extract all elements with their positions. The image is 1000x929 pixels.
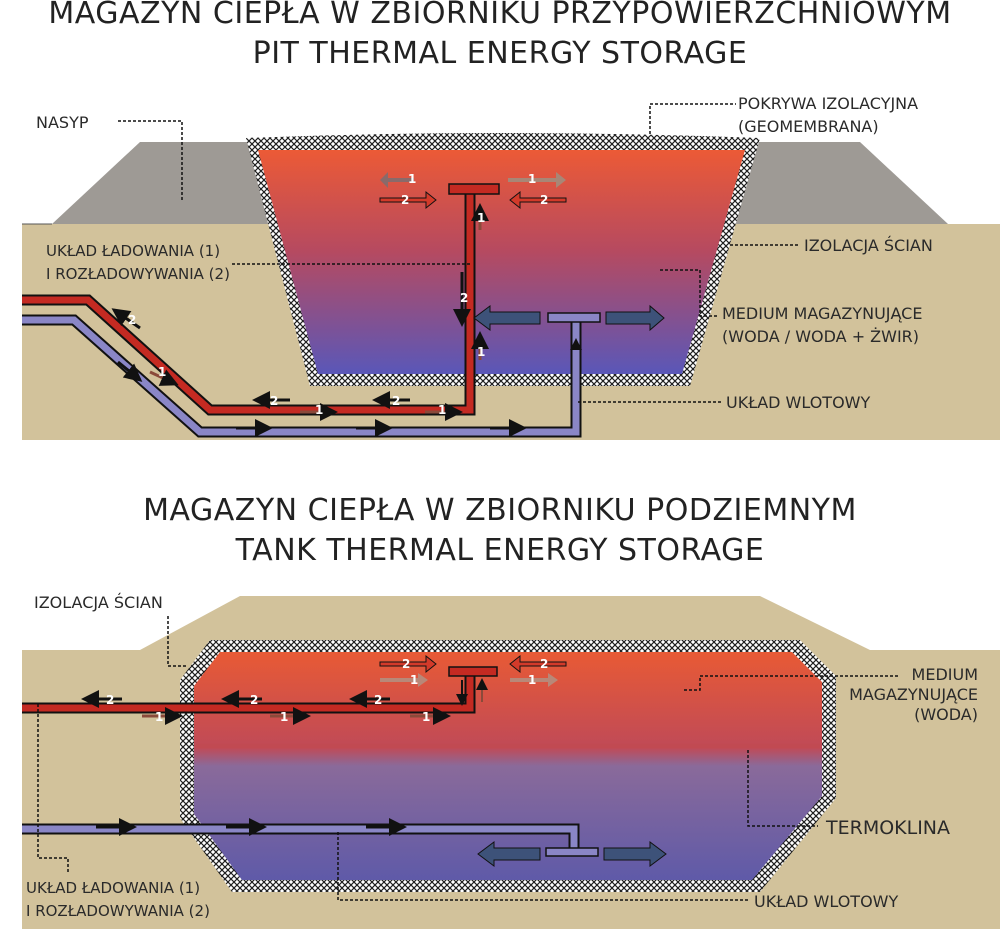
- pit-pipe-label-1b: 1: [438, 403, 446, 417]
- pit-title-pl: MAGAZYN CIEPŁA W ZBIORNIKU PRZYPOWIERZCH…: [48, 0, 952, 31]
- tank-top-diffuser: [448, 666, 498, 677]
- pit-label-nasyp: NASYP: [36, 113, 89, 132]
- tank-cold-pipe: [22, 825, 578, 852]
- pit-label-izolacja: IZOLACJA ŚCIAN: [804, 236, 933, 255]
- pit-label-medium-2: (WODA / WODA + ŻWIR): [722, 327, 919, 346]
- pit-pipe-label-2d: 2: [460, 291, 468, 305]
- tank-flow-label-1b: 1: [528, 673, 536, 687]
- pit-pipe-label-1d: 1: [477, 345, 485, 359]
- pit-pipe-arrows: [111, 203, 527, 437]
- tank-label-medium-2: MAGAZYNUJĄCE: [849, 685, 978, 704]
- pit-label-medium-1: MEDIUM MAGAZYNUJĄCE: [722, 304, 922, 323]
- tank-pipe-label-2a: 2: [106, 693, 114, 707]
- tank-label-uklad-1: UKŁAD ŁADOWANIA (1): [26, 879, 200, 897]
- pit-section: 1 2 1 2 2 2 1 1 2 1 2 1 1: [22, 94, 1000, 440]
- pit-label-pokrywa-2: (GEOMEMBRANA): [738, 117, 879, 136]
- pit-title-en: PIT THERMAL ENERGY STORAGE: [252, 36, 748, 71]
- tank-label-medium-3: (WODA): [914, 705, 978, 724]
- tank-pipe-label-1c: 1: [422, 710, 430, 724]
- tank-title-en: TANK THERMAL ENERGY STORAGE: [235, 533, 765, 568]
- tank-bottom-diffuser: [545, 847, 599, 857]
- tank-flow-label-1a: 1: [410, 673, 418, 687]
- tank-pipe-label-2c: 2: [374, 693, 382, 707]
- pit-hot-pipe: [22, 190, 474, 414]
- pit-flow-label-2a: 2: [401, 193, 409, 207]
- tank-label-wlotowy: UKŁAD WLOTOWY: [754, 892, 898, 911]
- tank-title-pl: MAGAZYN CIEPŁA W ZBIORNIKU PODZIEMNYM: [143, 493, 857, 528]
- tank-flow-arrows: [379, 654, 667, 867]
- pit-flow-label-2b: 2: [540, 193, 548, 207]
- pit-pipe-label-2c: 2: [128, 313, 136, 327]
- pit-pipe-label-2b: 2: [392, 394, 400, 408]
- pit-bottom-diffuser: [547, 312, 601, 323]
- tank-label-uklad-2: I ROZŁADOWYWANIA (2): [26, 902, 210, 920]
- tank-flow-label-2a: 2: [402, 657, 410, 671]
- tank-section: 2 2 1 1 2 2 2 1 1 1 IZOLAC: [22, 593, 1000, 929]
- pit-label-uklad-2: I ROZŁADOWYWANIA (2): [46, 265, 230, 283]
- pit-label-pokrywa-1: POKRYWA IZOLACYJNA: [738, 94, 918, 113]
- tank-label-termoklina: TERMOKLINA: [825, 817, 950, 839]
- pit-flow-label-1a: 1: [408, 172, 416, 186]
- pit-cold-pipe: [22, 316, 580, 436]
- pit-leader-lines: [118, 103, 800, 403]
- pit-pipe-label-1e: 1: [477, 211, 485, 225]
- tank-pipe-label-2b: 2: [250, 693, 258, 707]
- pit-pipe-label-1c: 1: [158, 365, 166, 379]
- pit-top-diffuser: [448, 183, 500, 195]
- tank-flow-label-2b: 2: [540, 657, 548, 671]
- pit-pipe-label-1a: 1: [315, 403, 323, 417]
- tank-leader-lines: [37, 616, 900, 901]
- tank-pipe-arrows: [81, 678, 488, 836]
- tank-pipe-label-1a: 1: [155, 710, 163, 724]
- pit-pipe-label-2a: 2: [270, 394, 278, 408]
- tank-pipe-label-1b: 1: [280, 710, 288, 724]
- pit-flow-label-1b: 1: [528, 172, 536, 186]
- pit-label-uklad-1: UKŁAD ŁADOWANIA (1): [46, 242, 220, 260]
- pit-water: [258, 150, 745, 374]
- pit-label-wlotowy: UKŁAD WLOTOWY: [726, 393, 870, 412]
- tank-label-izolacja: IZOLACJA ŚCIAN: [34, 593, 163, 612]
- pit-flow-arrows: [379, 172, 665, 350]
- tank-water: [194, 652, 822, 880]
- tank-label-medium-1: MEDIUM: [912, 665, 978, 684]
